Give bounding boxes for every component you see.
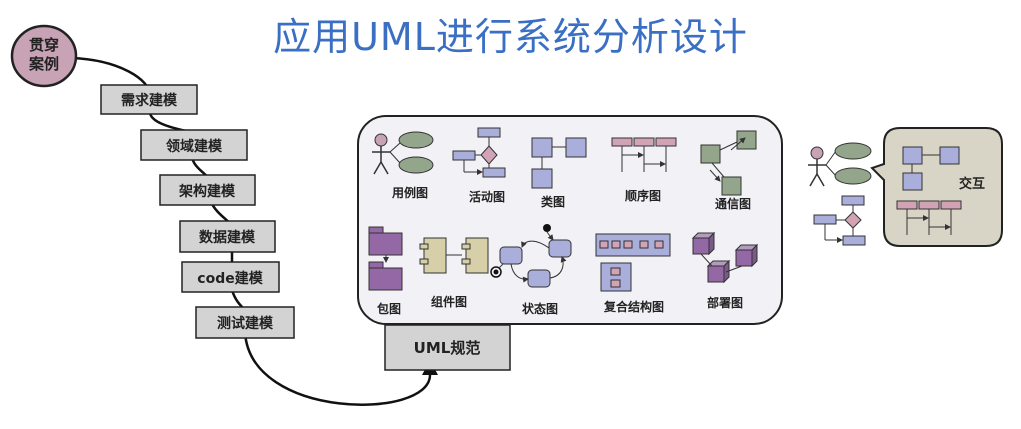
use-case-icon	[372, 131, 434, 175]
step-requirements: 需求建模	[100, 84, 198, 115]
start-node: 贯穿 案例	[10, 24, 78, 88]
uml-spec-box: UML规范	[384, 324, 511, 371]
activity-icon-right	[813, 195, 866, 246]
diagram-label-activity: 活动图	[469, 189, 505, 204]
step-architecture: 架构建模	[159, 174, 256, 206]
page-title: 应用UML进行系统分析设计	[273, 15, 748, 59]
step-domain: 领域建模	[140, 129, 248, 161]
interaction-label: 交互	[959, 176, 985, 192]
diagram-label-use-case: 用例图	[391, 185, 428, 200]
step-label: 需求建模	[121, 92, 178, 109]
communication-icon	[700, 130, 757, 196]
start-node-line1: 贯穿	[29, 36, 59, 54]
step-label: 测试建模	[217, 315, 274, 332]
start-node-line2: 案例	[28, 55, 59, 73]
package-icon	[368, 226, 403, 291]
flow-connector	[71, 56, 432, 406]
activity-icon	[452, 127, 506, 178]
diagram-label-state: 状态图	[522, 301, 558, 316]
interaction-callout: 交互	[870, 127, 1003, 247]
state-icon	[490, 224, 572, 288]
step-label: 架构建模	[178, 183, 236, 200]
diagram-label-component: 组件图	[431, 294, 467, 309]
component-icon	[419, 237, 489, 274]
step-test: 测试建模	[195, 306, 295, 339]
class-icon	[531, 137, 587, 189]
diagram-label-class: 类图	[541, 194, 565, 209]
step-label: code建模	[197, 270, 263, 287]
uml-spec-label: UML规范	[414, 339, 481, 357]
composite-structure-icon	[595, 233, 671, 292]
diagram-label-sequence: 顺序图	[625, 188, 661, 203]
step-label: 数据建模	[199, 229, 256, 246]
step-code: code建模	[181, 261, 280, 293]
diagram-label-deployment: 部署图	[707, 295, 743, 310]
use-case-icon-right	[808, 142, 872, 187]
diagram-label-communication: 通信图	[715, 196, 751, 211]
sequence-icon	[611, 137, 677, 172]
deployment-icon	[691, 231, 759, 284]
step-data: 数据建模	[179, 220, 276, 253]
diagram-label-composite-structure: 复合结构图	[603, 299, 664, 314]
diagram-label-package: 包图	[376, 301, 401, 316]
step-label: 领域建模	[166, 138, 223, 155]
